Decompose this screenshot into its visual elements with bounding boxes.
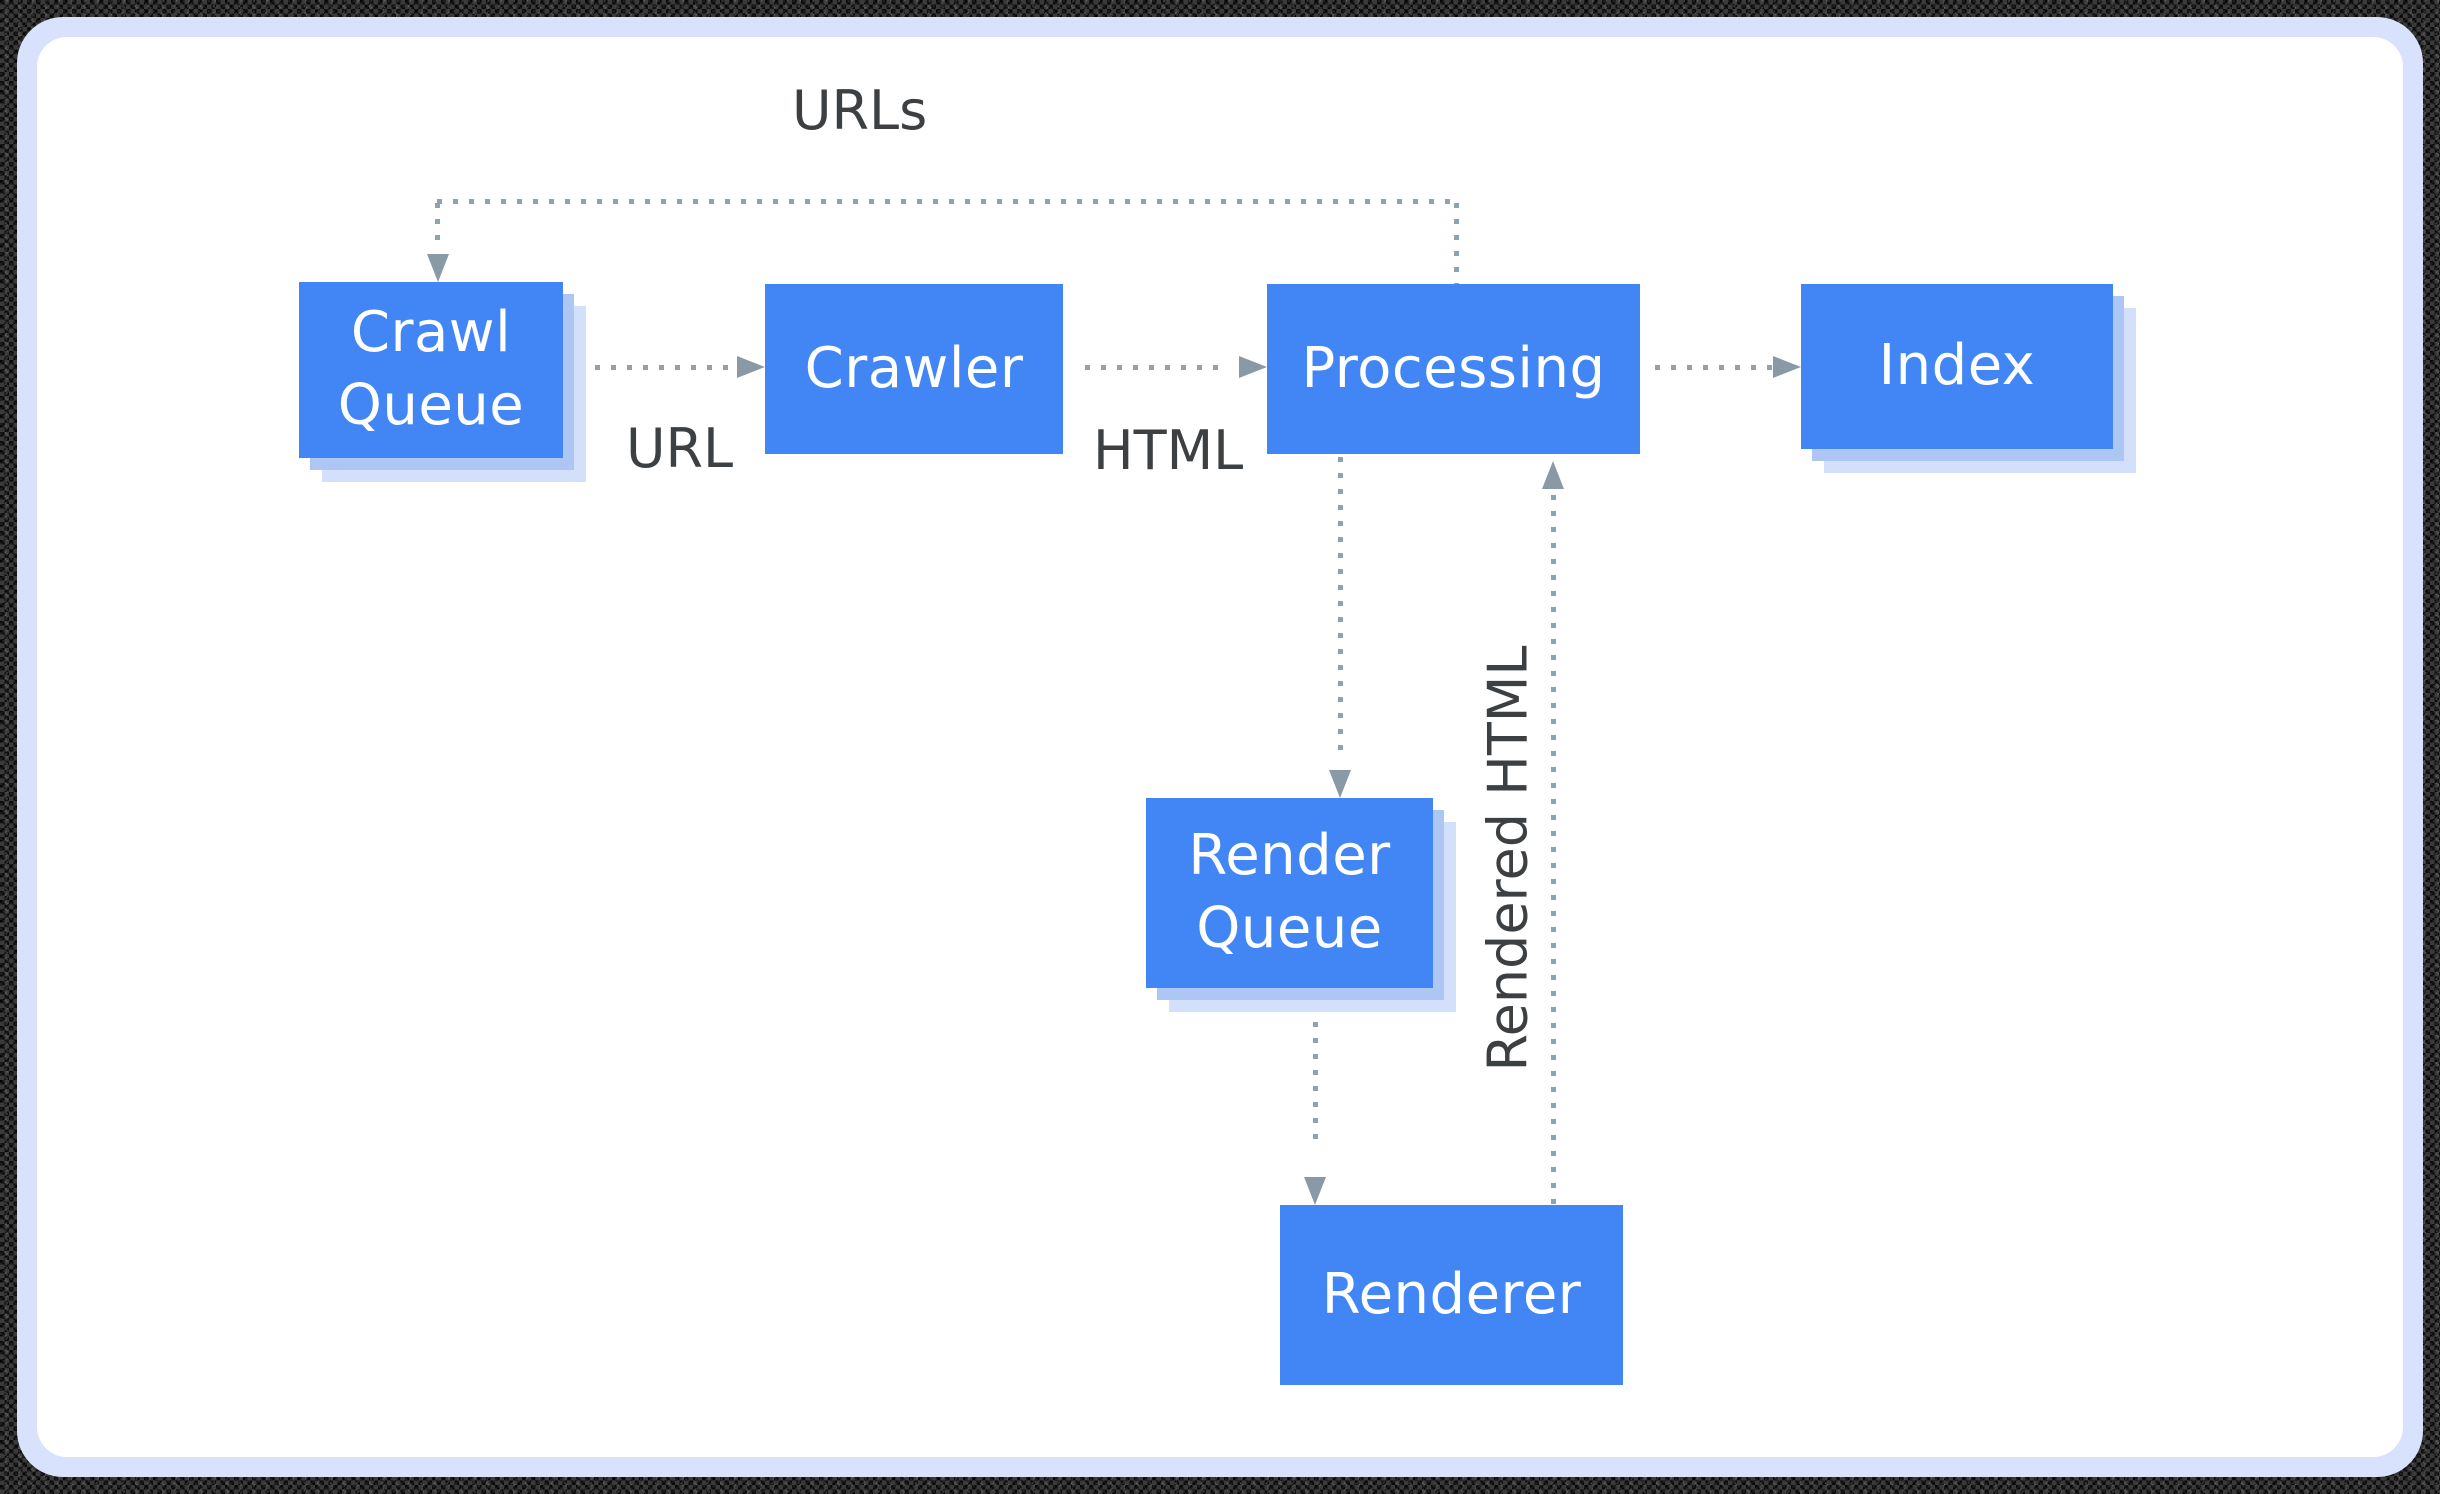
- connector-processing-to-index: [1655, 365, 1773, 370]
- diagram-canvas: URLs URL HTML: [37, 37, 2403, 1457]
- connector-crawler-to-processing: [1085, 365, 1229, 370]
- node-crawl-queue: Crawl Queue: [299, 282, 563, 458]
- diagram-card: URLs URL HTML: [37, 37, 2403, 1457]
- edge-label-rendered-html: Rendered HTML: [1448, 636, 1568, 1080]
- node-renderer-label: Renderer: [1321, 1261, 1582, 1327]
- arrowhead-into-crawler: [737, 356, 765, 378]
- arrowhead-into-render-queue: [1329, 770, 1351, 798]
- node-index: Index: [1801, 284, 2113, 449]
- edge-label-url: URL: [626, 417, 734, 480]
- arrowhead-into-index: [1773, 356, 1801, 378]
- edge-label-html: HTML: [1093, 419, 1244, 482]
- arrowhead-into-processing-bottom: [1542, 461, 1564, 489]
- connector-renderqueue-to-renderer: [1313, 1022, 1318, 1150]
- node-renderer: Renderer: [1280, 1205, 1623, 1385]
- outer-frame: URLs URL HTML: [17, 17, 2423, 1477]
- node-crawler-label: Crawler: [804, 335, 1024, 401]
- arrowhead-into-crawl-queue: [427, 254, 449, 282]
- node-processing-label: Processing: [1301, 335, 1606, 401]
- connector-processing-to-crawlqueue-horizontal: [437, 199, 1456, 204]
- node-crawler: Crawler: [765, 284, 1063, 454]
- arrowhead-into-processing: [1239, 356, 1267, 378]
- connector-crawlqueue-to-crawler: [595, 365, 741, 370]
- node-crawl-queue-label: Crawl Queue: [337, 300, 525, 438]
- connector-renderer-to-processing: [1551, 495, 1556, 1205]
- connector-processing-to-crawlqueue-left-drop: [435, 203, 440, 249]
- connector-processing-to-crawlqueue-right-riser: [1454, 203, 1459, 284]
- node-render-queue-label: Render Queue: [1188, 823, 1391, 961]
- edge-label-rendered-html-text: Rendered HTML: [1476, 645, 1540, 1071]
- node-index-label: Index: [1878, 333, 2036, 399]
- connector-processing-to-renderqueue: [1338, 457, 1343, 757]
- node-processing: Processing: [1267, 284, 1640, 454]
- node-render-queue: Render Queue: [1146, 798, 1433, 988]
- arrowhead-into-renderer: [1304, 1177, 1326, 1205]
- edge-label-urls: URLs: [792, 79, 928, 142]
